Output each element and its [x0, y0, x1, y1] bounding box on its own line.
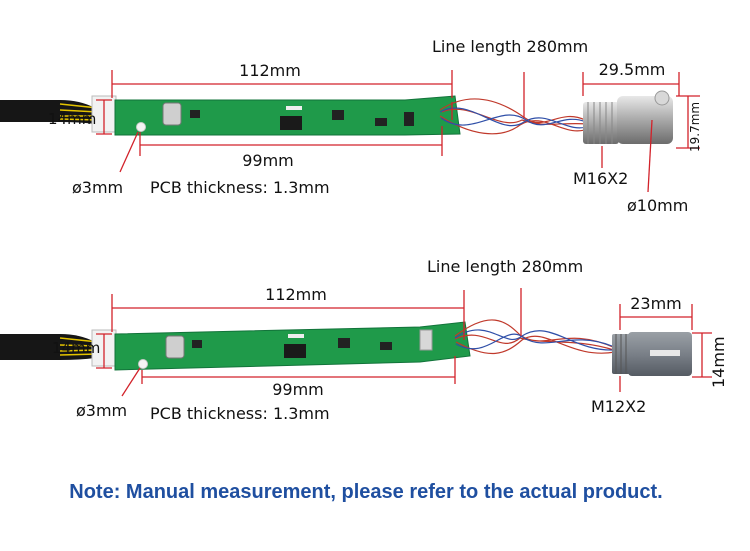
top-pcb-hole: [136, 122, 146, 132]
top-wire-bundle-blue: [439, 107, 591, 129]
bottom-line-length-marks: [463, 288, 522, 340]
bottom-probe-length-label: 23mm: [630, 294, 682, 313]
top-probe-length-dim: [582, 72, 680, 96]
top-probe-thread: [583, 102, 619, 144]
top-99-dim-line: [139, 126, 443, 156]
top-probe-length-label: 29.5mm: [599, 60, 666, 79]
top-white-pads: [286, 106, 302, 110]
bottom-cable-wires: [59, 337, 99, 356]
top-ic-chip: [280, 116, 302, 130]
bottom-capacitor: [165, 335, 185, 359]
bottom-probe-thread-lines: [615, 334, 627, 374]
top-cable-wires: [59, 103, 99, 121]
bottom-pcb-hole: [138, 359, 148, 369]
bottom-hole-spacing-label: 99mm: [272, 380, 324, 399]
top-probe-diameter-label: ø10mm: [627, 196, 688, 215]
bottom-112-dim-line: [111, 290, 465, 332]
top-smd-1: [190, 110, 200, 118]
top-probe-body: [617, 96, 673, 144]
bottom-smd-3: [380, 342, 392, 350]
top-pcb: [114, 95, 461, 136]
bottom-hole-diameter-label: ø3mm: [76, 401, 127, 420]
bottom-assembly: 112mm 14mm 99mm ø3mm PCB thickness: 1.3m…: [0, 257, 728, 423]
top-14-dim-line: [96, 99, 112, 135]
bottom-14-dim-line: [96, 333, 112, 369]
top-probe-height-label: 19.7mm: [688, 102, 702, 152]
bottom-smd-1: [192, 340, 202, 348]
top-line-length-label: Line length 280mm: [432, 37, 588, 56]
bottom-black-cable: [0, 334, 95, 360]
bottom-probe-height-dim: [692, 332, 712, 378]
bottom-99-dim-line: [141, 356, 456, 384]
top-pcb-thickness-label: PCB thickness: 1.3mm: [150, 178, 330, 197]
bottom-sensor-pad: [419, 329, 433, 351]
bottom-pcb-thickness-label: PCB thickness: 1.3mm: [150, 404, 330, 423]
top-probe-port: [654, 90, 670, 106]
bottom-thread-label: M12X2: [591, 397, 646, 416]
bottom-white-pads: [288, 334, 304, 338]
bottom-wire-bundle-blue: [454, 329, 616, 351]
top-assembly: 112mm 14mm 99mm ø3mm PCB thickness: 1.3m…: [0, 37, 702, 215]
top-hole-leader: [119, 131, 139, 173]
bottom-smd-2: [338, 338, 350, 348]
top-black-cable: [0, 100, 95, 124]
bottom-pcb-width-label: 14mm: [52, 339, 100, 357]
top-probe-thread-lines: [587, 102, 613, 144]
bottom-probe-length-dim: [619, 304, 693, 330]
note-text: Note: Manual measurement, please refer t…: [69, 481, 662, 503]
bottom-hole-leader: [121, 367, 141, 397]
bottom-line-length-label: Line length 280mm: [427, 257, 583, 276]
bottom-probe-height-label: 14mm: [709, 336, 728, 388]
top-smd-4: [404, 112, 414, 126]
bottom-ic-chip: [284, 344, 306, 358]
top-capacitor: [162, 102, 182, 126]
top-hole-spacing-label: 99mm: [242, 151, 294, 170]
top-wire-bundle: [439, 98, 591, 135]
top-line-length-marks: [451, 72, 525, 120]
top-hole-diameter-label: ø3mm: [72, 178, 123, 197]
bottom-pcb-length-label: 112mm: [265, 285, 327, 304]
top-smd-3: [375, 118, 387, 126]
top-pcb-width-label: 14mm: [48, 110, 96, 128]
top-diameter-leader: [647, 119, 653, 193]
bottom-probe-slot: [650, 350, 680, 356]
top-112-dim-line: [111, 70, 453, 98]
top-smd-2: [332, 110, 344, 120]
top-pcb-length-label: 112mm: [239, 61, 301, 80]
top-thread-label: M16X2: [573, 169, 628, 188]
top-probe-height-dim: [676, 95, 700, 149]
